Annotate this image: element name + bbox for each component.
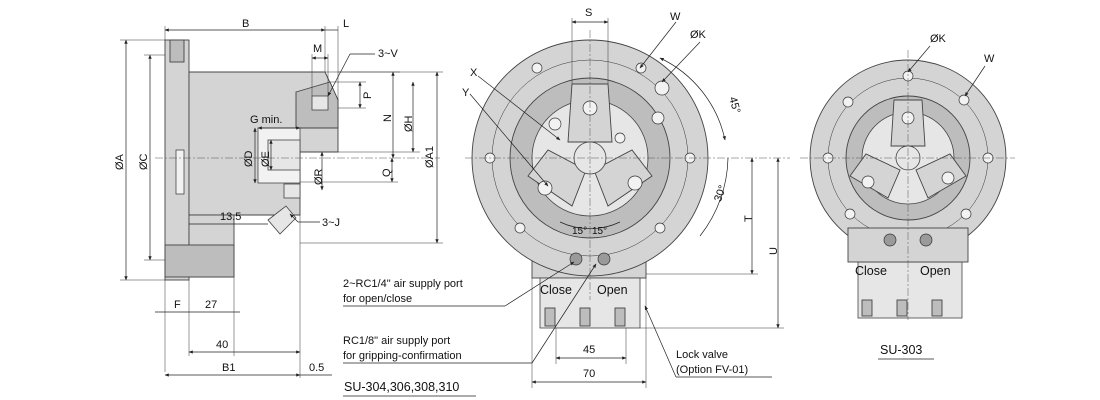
front-bolt-5	[514, 222, 526, 234]
label-C: ØC	[138, 153, 150, 170]
label-angle-15a: 15°	[572, 226, 587, 237]
front-bolt-1	[531, 62, 543, 74]
label-W: W	[670, 11, 681, 23]
front-bolt-9	[548, 117, 562, 131]
side-screw	[283, 183, 301, 199]
label-B: B	[242, 18, 249, 30]
label-Y: Y	[462, 87, 470, 99]
side-recess-inner	[267, 139, 301, 171]
note-lock-valve-line2: (Option FV-01)	[676, 364, 748, 376]
label-Gmin: G min.	[250, 114, 282, 126]
label-U: U	[768, 247, 780, 255]
label-angle-45: 45°	[726, 96, 742, 115]
note-grip-confirm-line1: RC1/8" air supply port	[343, 335, 450, 347]
small-port-label-open: Open	[920, 264, 951, 278]
front-bolt-2	[635, 62, 647, 74]
label-A: ØA	[114, 153, 126, 170]
small-view: ØK W Close Open	[800, 33, 1015, 320]
small-port-open	[919, 233, 933, 247]
label-R: ØR	[313, 168, 325, 185]
label-dim-70: 70	[583, 368, 595, 380]
label-S: S	[585, 7, 592, 19]
label-F: F	[174, 299, 181, 311]
small-lock-valve	[857, 261, 963, 319]
small-valve-stub-3	[931, 299, 943, 317]
label-P: P	[362, 92, 374, 99]
label-3J: 3~J	[322, 217, 340, 229]
front-valve-stub-2	[579, 307, 591, 327]
small-jaw-screw-right	[941, 171, 955, 185]
label-D: ØD	[243, 150, 255, 167]
label-3V: 3~V	[378, 48, 399, 60]
side-jaw-screw	[311, 95, 329, 111]
front-bolt-7	[654, 80, 670, 96]
front-bolt-8	[651, 111, 665, 125]
small-jaw-right	[915, 153, 967, 199]
small-label-W: W	[984, 53, 995, 65]
small-jaw-screw-left	[861, 175, 875, 189]
label-40: 40	[216, 339, 228, 351]
label-X: X	[470, 67, 478, 79]
small-label-K: ØK	[930, 33, 947, 45]
port-label-open: Open	[597, 283, 628, 297]
label-E: ØE	[260, 151, 272, 167]
label-N: N	[382, 114, 394, 122]
label-T: T	[743, 215, 755, 222]
side-base-bottom	[164, 244, 235, 278]
small-bolt-7	[960, 208, 972, 220]
note-grip-confirm-line2: for gripping-confirmation	[343, 350, 462, 362]
small-port-close	[883, 233, 897, 247]
front-jaw-screw-right	[627, 175, 643, 191]
label-A1: ØA1	[424, 146, 436, 168]
label-Q: Q	[381, 168, 393, 177]
label-angle-30: 30°	[712, 184, 729, 204]
small-bolt-3	[842, 96, 854, 108]
notes: 2~RC1/4" air supply port for open/close …	[343, 261, 772, 378]
label-M: M	[313, 43, 322, 55]
model-label-large: SU-304,306,308,310	[344, 380, 459, 394]
label-13-5: 13.5	[220, 211, 241, 223]
label-H: ØH	[403, 115, 415, 132]
front-valve-stub-3	[614, 307, 626, 327]
small-port-label-close: Close	[855, 264, 887, 278]
label-B1: B1	[222, 362, 235, 374]
note-lock-valve-line1: Lock valve	[676, 349, 728, 361]
small-bolt-2	[958, 94, 970, 106]
label-27: 27	[205, 299, 217, 311]
label-0-5: 0.5	[309, 362, 324, 374]
front-view: S W ØK X Y 45° 30° 15° 15° T U Close Ope…	[462, 7, 790, 388]
small-jaw-left	[849, 153, 901, 199]
label-angle-15b: 15°	[592, 226, 607, 237]
small-valve-stub-1	[861, 299, 873, 317]
label-K: ØK	[690, 29, 707, 41]
note-air-supply-line2: for open/close	[343, 293, 412, 305]
label-dim-45: 45	[583, 344, 595, 356]
side-view: B L M 3~V P N ØH ØA1 G min.	[114, 18, 443, 378]
port-label-close: Close	[540, 283, 572, 297]
note-air-supply-line1: 2~RC1/4" air supply port	[343, 278, 463, 290]
model-label-small: SU-303	[880, 343, 922, 357]
side-angled-screw	[267, 205, 297, 235]
front-bolt-6	[654, 222, 666, 234]
small-bolt-6	[844, 208, 856, 220]
small-valve-stub-2	[896, 299, 908, 317]
front-valve-stub-1	[544, 307, 556, 327]
side-pin	[175, 149, 185, 195]
front-bolt-10	[614, 132, 626, 144]
side-flange-top-boss	[169, 39, 185, 63]
front-jaw-screw-left	[537, 180, 553, 196]
label-L: L	[343, 18, 349, 30]
front-port-open	[597, 252, 611, 266]
